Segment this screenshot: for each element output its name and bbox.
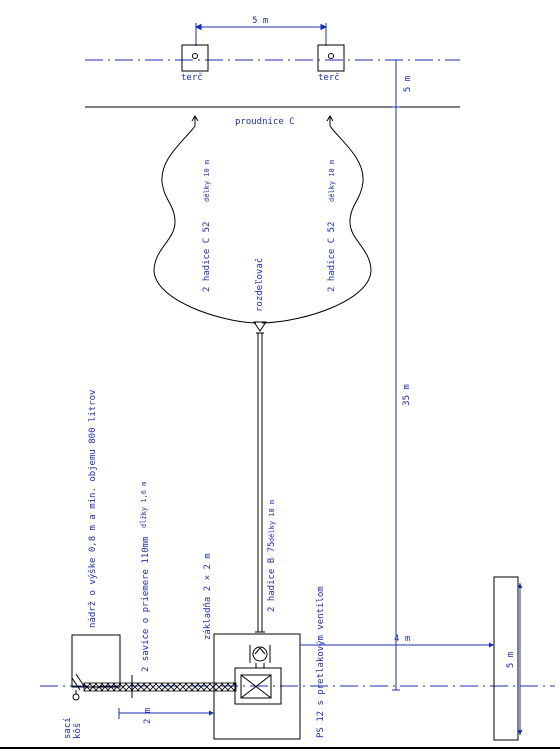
distance-35-label: 35 m — [402, 384, 412, 406]
pump-label: PS 12 s pretlakovým ventilom — [316, 586, 326, 738]
bottom-dimension: 2 m — [118, 708, 214, 724]
top-distance-label: 5 m — [252, 16, 268, 26]
tank-label: nádrž o výške 0,8 m a min. objemu 800 li… — [87, 390, 98, 628]
target-right-label: terč — [318, 72, 340, 83]
hose-right-label: 2 hadice C 52 — [327, 222, 337, 292]
base-label: základňa 2 × 2 m — [203, 553, 213, 640]
right-board — [493, 576, 519, 741]
hose-b-length: délky 10 m — [268, 500, 276, 542]
right-top-distance-label: 5 m — [403, 76, 413, 92]
hose-right — [261, 125, 372, 324]
hose-right-length: délky 10 m — [328, 160, 336, 202]
target-left-label: terč — [181, 72, 203, 83]
nozzle-right — [326, 115, 334, 126]
suction-label: 2 savice o priemere 110mm — [141, 537, 151, 672]
right-board-dimension: 5 m — [506, 583, 523, 735]
distributor: rozdeľovač — [253, 258, 267, 334]
nozzle-left — [191, 115, 199, 126]
pump — [234, 645, 282, 705]
distributor-label: rozdeľovač — [254, 258, 265, 312]
right-5-label: 5 m — [506, 652, 516, 668]
hose-left-label: 2 hadice C 52 — [202, 222, 212, 292]
nozzle-line-label: proudnice C — [235, 117, 295, 127]
suction-basket — [71, 673, 85, 701]
suction-basket-label-2: kôš — [72, 723, 83, 739]
right-dimension-line: 5 m 35 m — [392, 59, 413, 691]
four-m-dimension: 4 m — [300, 634, 494, 648]
water-tank — [71, 634, 121, 688]
hose-left — [153, 125, 257, 324]
suction-length: dĺžky 1,6 m — [139, 482, 148, 528]
target-right: terč — [317, 44, 345, 83]
hose-b — [255, 333, 265, 633]
distance-4-label: 4 m — [394, 634, 410, 644]
hose-left-length: délky 10 m — [203, 160, 211, 202]
bottom-2-label: 2 m — [143, 708, 153, 724]
target-left: terč — [181, 44, 209, 83]
hose-b-label: 2 hadice B 75 — [267, 542, 277, 612]
top-dimension: 5 m — [194, 16, 328, 46]
suction-basket-label-1: sací — [63, 717, 73, 739]
